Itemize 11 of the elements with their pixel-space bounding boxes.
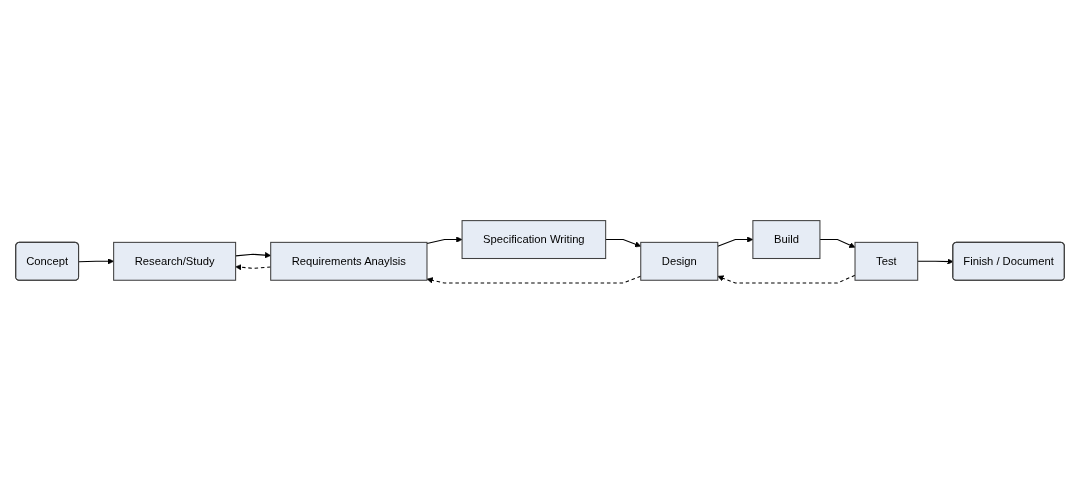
node-box: Requirements Anaylsis [270,242,428,281]
arrow [426,236,463,245]
arrow [819,239,856,249]
node-box: Test [854,242,919,281]
node-box: Design [640,242,719,281]
arrow [78,258,114,265]
arrow [235,252,271,259]
node-box: Research/Study [113,242,237,281]
node-box: Build [752,220,821,260]
node-box: Specification Writing [461,220,607,260]
arrow [717,274,856,284]
